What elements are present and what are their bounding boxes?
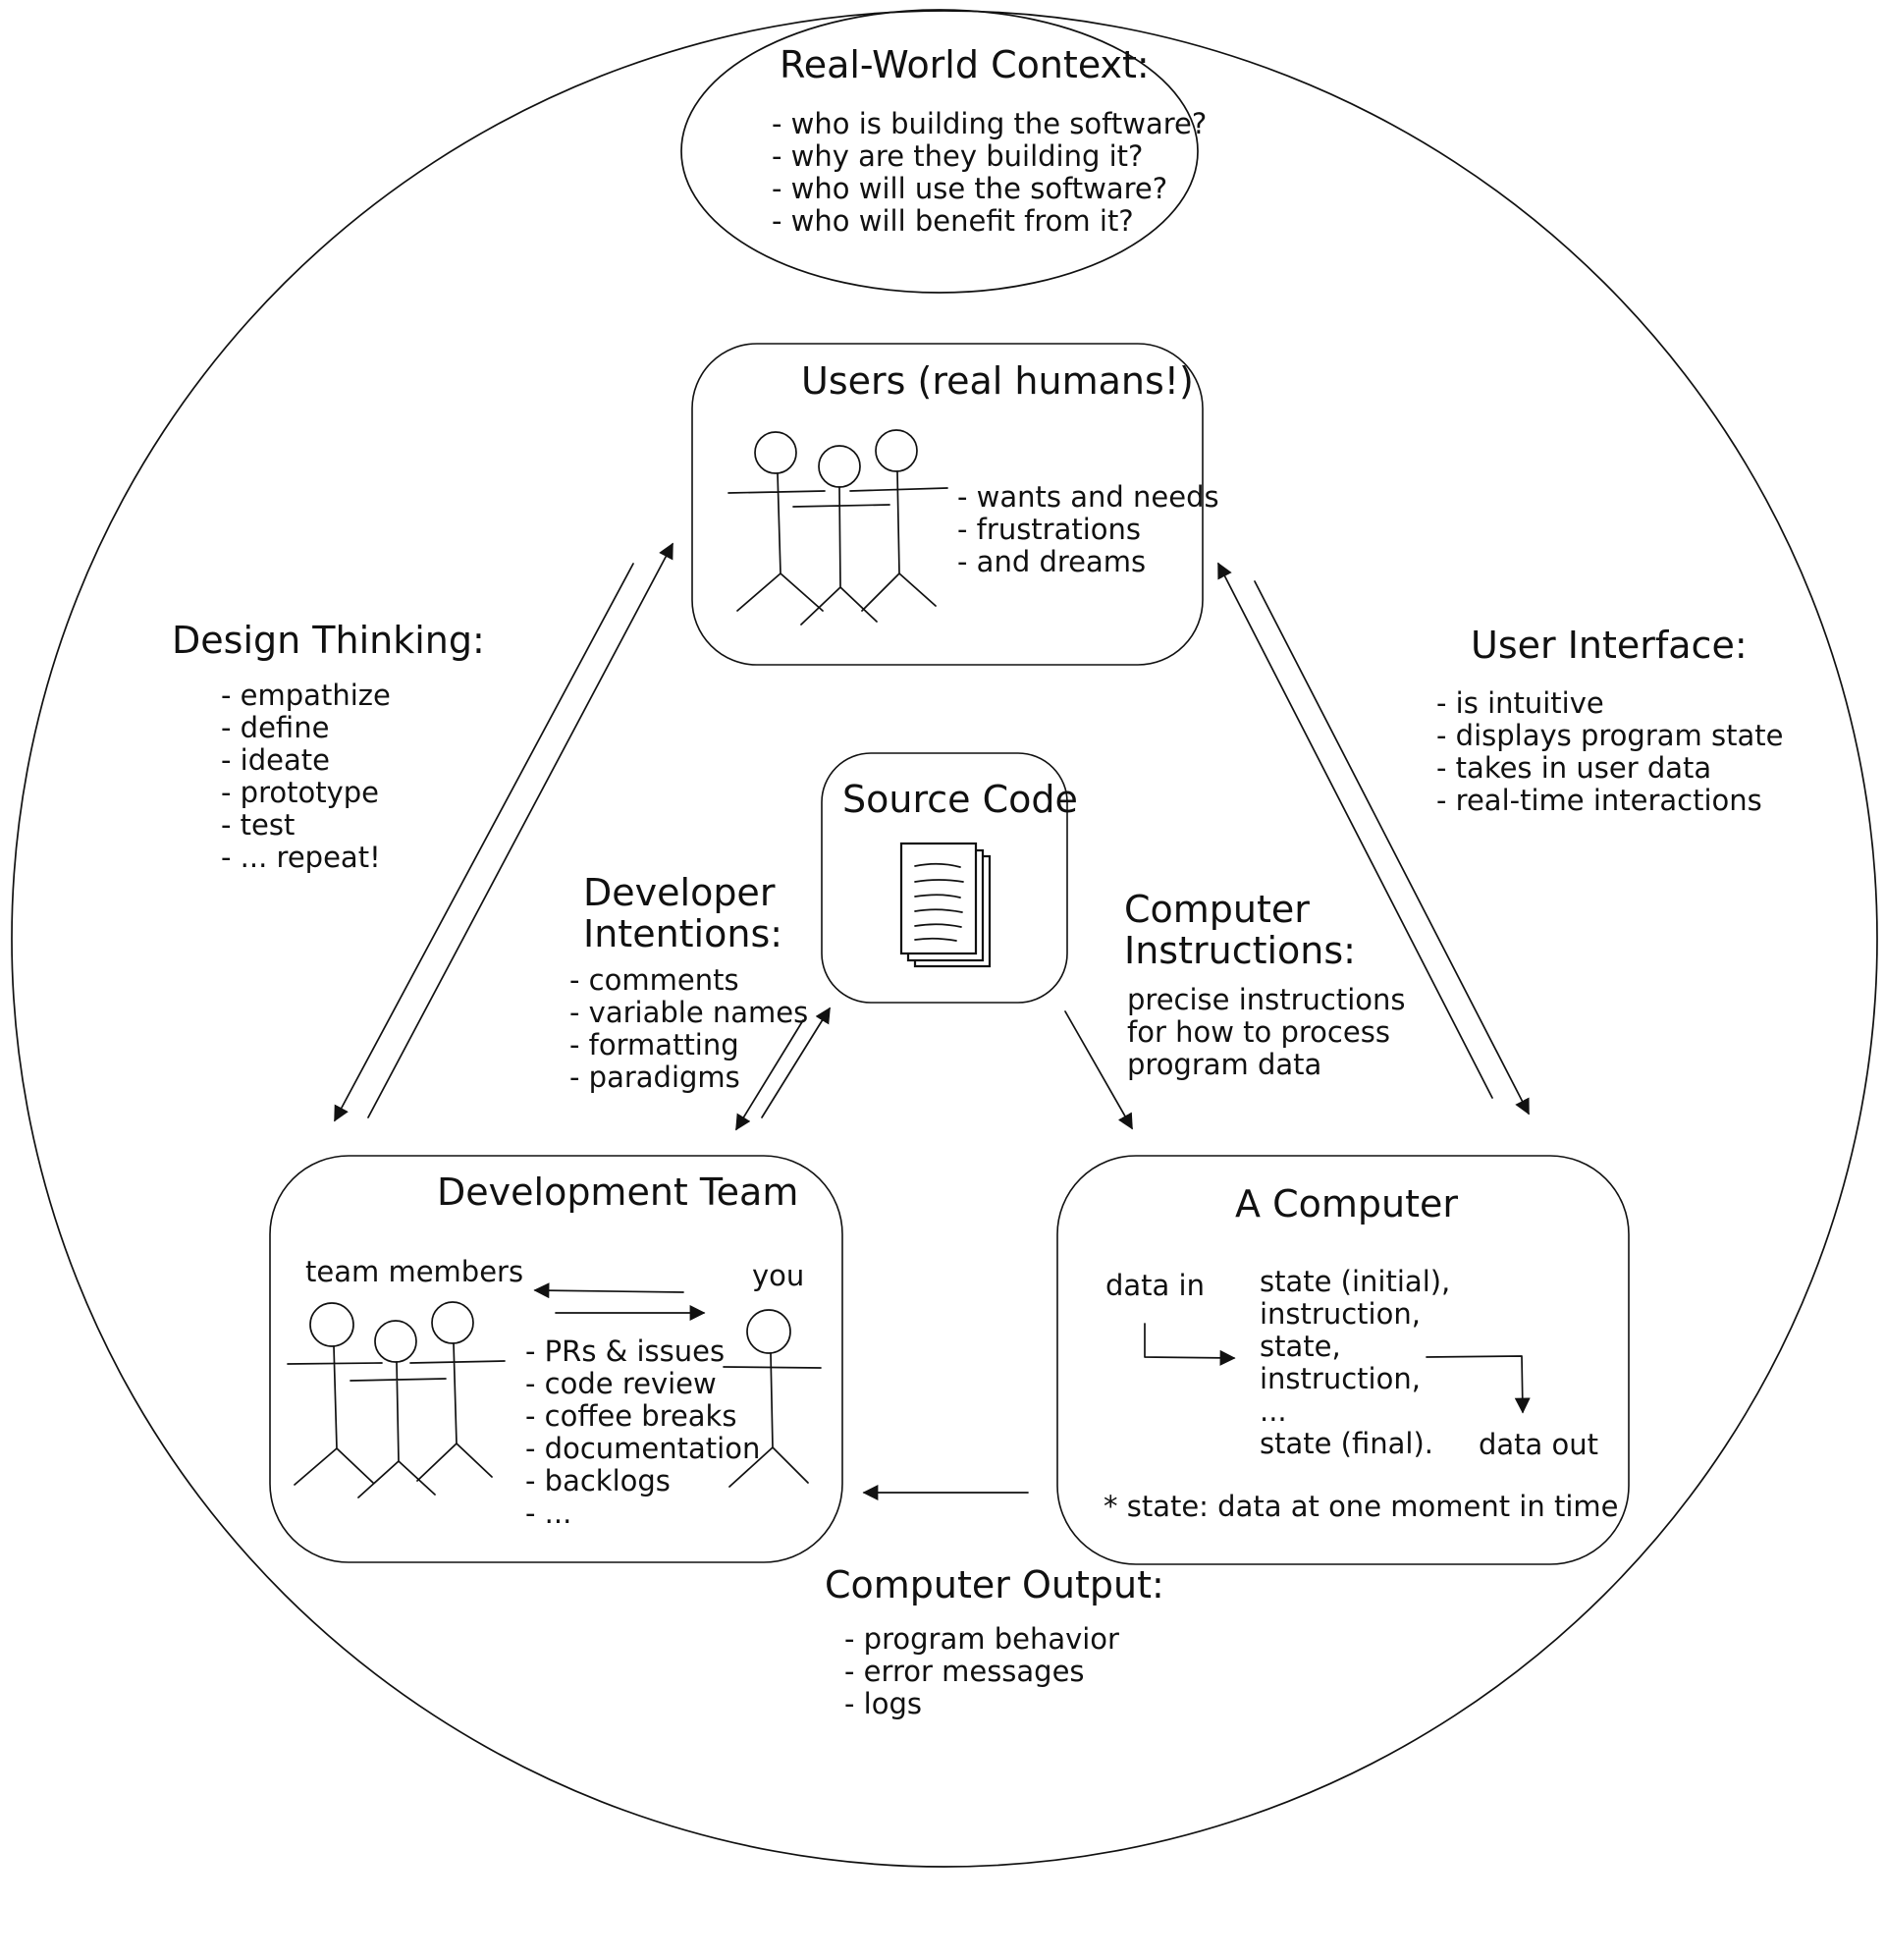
design-thinking-item: - test <box>221 808 296 842</box>
document-stack-icon <box>899 842 992 968</box>
context-ellipse <box>680 9 1199 294</box>
state-footnote: * state: data at one moment in time <box>1104 1490 1619 1523</box>
dev-team-item: - code review <box>525 1367 717 1400</box>
computer-state-item: ... <box>1260 1394 1287 1428</box>
design-thinking-item: - ideate <box>221 743 330 777</box>
computer-state-item: state, <box>1260 1330 1341 1363</box>
team-stick-figure-icon <box>409 1301 506 1482</box>
team-members-label: team members <box>305 1255 524 1288</box>
design-thinking-item: - ... repeat! <box>221 841 381 874</box>
outer-circle <box>11 10 1878 1868</box>
user-interface-item: - takes in user data <box>1436 751 1712 785</box>
users-box <box>691 343 1204 666</box>
source-code-title: Source Code <box>842 778 1078 821</box>
context-item: - who is building the software? <box>772 107 1208 140</box>
users-item: - and dreams <box>957 545 1147 578</box>
data-in-label: data in <box>1105 1269 1205 1302</box>
context-title: Real-World Context: <box>780 43 1150 86</box>
computer-instructions-title: Computer Instructions: <box>1124 888 1356 972</box>
developer-intentions-item: - comments <box>569 963 739 997</box>
computer-state-item: instruction, <box>1260 1297 1421 1331</box>
user-interface-item: - real-time interactions <box>1436 784 1762 817</box>
computer-box <box>1056 1155 1630 1565</box>
users-to-computer-arrow <box>1254 580 1530 1116</box>
users-stick-figure-icon <box>849 429 948 612</box>
design-thinking-item: - prototype <box>221 776 380 809</box>
computer-instructions-item: program data <box>1127 1048 1322 1081</box>
dev-team-item: - PRs & issues <box>525 1334 726 1368</box>
computer-output-list: - program behavior - error messages - lo… <box>844 1623 1119 1720</box>
you-to-team-arrow <box>533 1282 684 1299</box>
computer-output-title: Computer Output: <box>825 1563 1164 1606</box>
data-out-arrow <box>1426 1355 1531 1414</box>
computer-instructions-item: precise instructions <box>1127 983 1406 1016</box>
user-interface-title: User Interface: <box>1471 624 1748 667</box>
context-item: - who will use the software? <box>772 172 1168 205</box>
source-code-box <box>821 752 1068 1004</box>
dev-team-item: - documentation <box>525 1432 761 1465</box>
computer-to-users-arrow <box>1217 562 1493 1099</box>
computer-instructions-list: precise instructions for how to process … <box>1127 984 1406 1081</box>
computer-output-item: - program behavior <box>844 1622 1119 1656</box>
user-interface-item: - displays program state <box>1436 719 1784 752</box>
design-thinking-item: - define <box>221 711 330 744</box>
users-item: - frustrations <box>957 513 1142 546</box>
dev-team-item: - coffee breaks <box>525 1399 737 1433</box>
code-to-team-arrow <box>735 1019 804 1131</box>
computer-states-list: state (initial), instruction, state, ins… <box>1260 1266 1450 1460</box>
computer-instructions-item: for how to process <box>1127 1015 1390 1049</box>
computer-state-item: instruction, <box>1260 1362 1421 1395</box>
design-thinking-list: - empathize - define - ideate - prototyp… <box>221 680 391 874</box>
users-title: Users (real humans!) <box>801 359 1194 403</box>
team-to-code-arrow <box>761 1007 831 1118</box>
you-label: you <box>752 1259 805 1292</box>
dev-team-list: - PRs & issues - code review - coffee br… <box>525 1335 760 1530</box>
data-in-arrow <box>1144 1323 1236 1366</box>
dev-team-title: Development Team <box>437 1171 799 1214</box>
user-interface-item: - is intuitive <box>1436 686 1604 720</box>
context-list: - who is building the software? - why ar… <box>772 108 1207 238</box>
dev-team-item: - ... <box>525 1497 572 1530</box>
developer-intentions-list: - comments - variable names - formatting… <box>569 964 808 1094</box>
developer-intentions-item: - variable names <box>569 996 809 1029</box>
computer-title: A Computer <box>1235 1182 1458 1225</box>
design-thinking-title: Design Thinking: <box>172 619 485 662</box>
team-stick-figure-icon <box>350 1320 447 1498</box>
computer-output-item: - logs <box>844 1687 922 1720</box>
dev-team-box <box>269 1155 843 1563</box>
developer-intentions-item: - paradigms <box>569 1061 740 1094</box>
developer-intentions-title: Developer Intentions: <box>583 871 783 955</box>
computer-output-item: - error messages <box>844 1655 1085 1688</box>
you-stick-figure-icon <box>723 1309 822 1488</box>
design-thinking-item: - empathize <box>221 679 391 712</box>
context-item: - why are they building it? <box>772 139 1144 173</box>
code-to-computer-arrow <box>1064 1010 1133 1130</box>
team-to-users-arrow <box>367 542 673 1118</box>
developer-intentions-item: - formatting <box>569 1028 739 1062</box>
users-to-team-arrow <box>334 563 634 1122</box>
computer-state-item: state (final). <box>1260 1427 1434 1460</box>
users-stick-figure-icon <box>727 431 826 612</box>
user-interface-list: - is intuitive - displays program state … <box>1436 687 1783 817</box>
team-stick-figure-icon <box>287 1302 383 1486</box>
users-stick-figure-icon <box>792 445 890 626</box>
data-out-label: data out <box>1479 1428 1599 1461</box>
context-item: - who will benefit from it? <box>772 204 1134 238</box>
users-item: - wants and needs <box>957 480 1219 514</box>
computer-state-item: state (initial), <box>1260 1265 1451 1298</box>
users-list: - wants and needs - frustrations - and d… <box>957 481 1219 578</box>
dev-team-item: - backlogs <box>525 1464 671 1497</box>
